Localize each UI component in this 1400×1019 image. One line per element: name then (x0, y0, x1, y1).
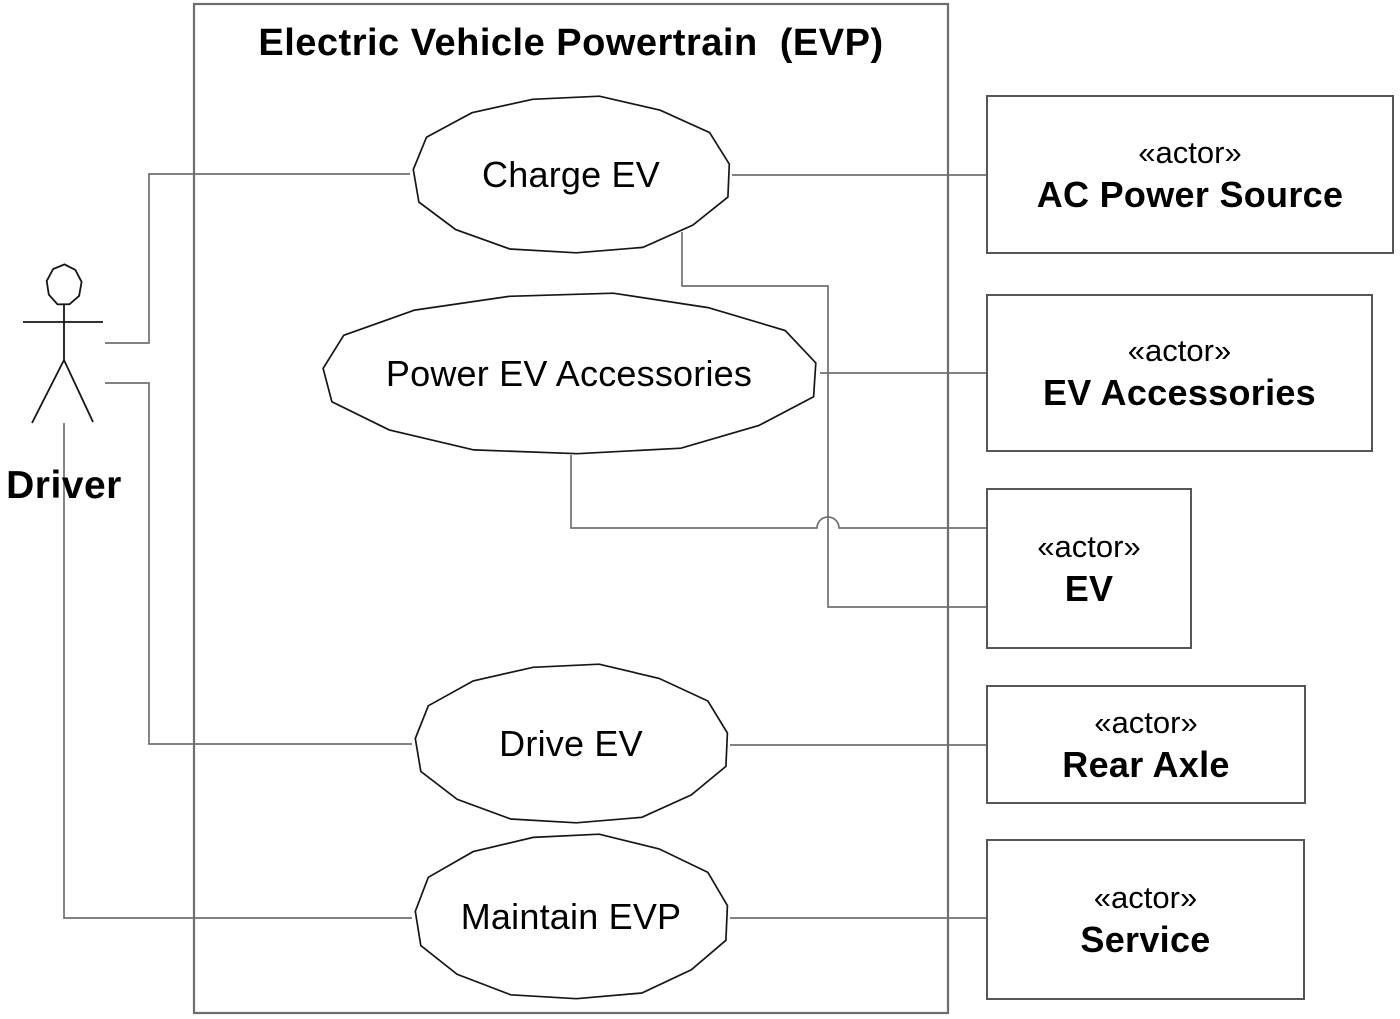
usecase-ellipse-charge-ev (412, 95, 731, 254)
driver-figure-head (45, 263, 83, 306)
actor-box-ev-accessories: «actor» EV Accessories (986, 294, 1373, 452)
actor-stereotype: «actor» (1138, 134, 1242, 170)
association-driver-charge-ev (105, 173, 410, 344)
actor-box-service: «actor» Service (986, 839, 1305, 1000)
actor-box-rear-axle: «actor» Rear Axle (986, 685, 1306, 804)
usecase-ellipse-power-ev-accessories (322, 292, 817, 455)
actor-box-ac-power-source: «actor» AC Power Source (986, 95, 1394, 254)
usecase-ellipse-maintain-evp (414, 833, 729, 1000)
actor-name: Service (1080, 918, 1211, 960)
association-driver-maintain-evp (63, 423, 412, 919)
usecase-label-drive-ev: Drive EV (499, 723, 643, 764)
actor-name: EV (1064, 567, 1114, 609)
driver-label: Driver (6, 464, 122, 507)
driver-figure-body (23, 304, 103, 424)
actor-name: AC Power Source (1036, 173, 1344, 215)
actor-name: EV Accessories (1042, 372, 1317, 413)
system-title: Electric Vehicle Powertrain (EVP) (258, 22, 884, 64)
actor-stereotype: «actor» (1093, 879, 1198, 915)
actor-stereotype: «actor» (1127, 333, 1232, 368)
actor-box-ev: «actor» EV (986, 488, 1192, 649)
actor-stereotype: «actor» (1037, 528, 1141, 564)
association-power-ev-accessories-ev (570, 455, 986, 529)
usecase-label-power-ev-accessories: Power EV Accessories (385, 353, 753, 394)
association-driver-drive-ev (105, 382, 412, 745)
actor-stereotype: «actor» (1094, 704, 1198, 740)
usecase-ellipse-drive-ev (414, 663, 729, 824)
actor-name: Rear Axle (1062, 743, 1230, 785)
association-charge-ev-ev (681, 232, 986, 608)
usecase-label-charge-ev: Charge EV (482, 154, 660, 195)
usecase-label-maintain-evp: Maintain EVP (460, 896, 682, 937)
system-boundary-box (192, 2, 950, 1015)
